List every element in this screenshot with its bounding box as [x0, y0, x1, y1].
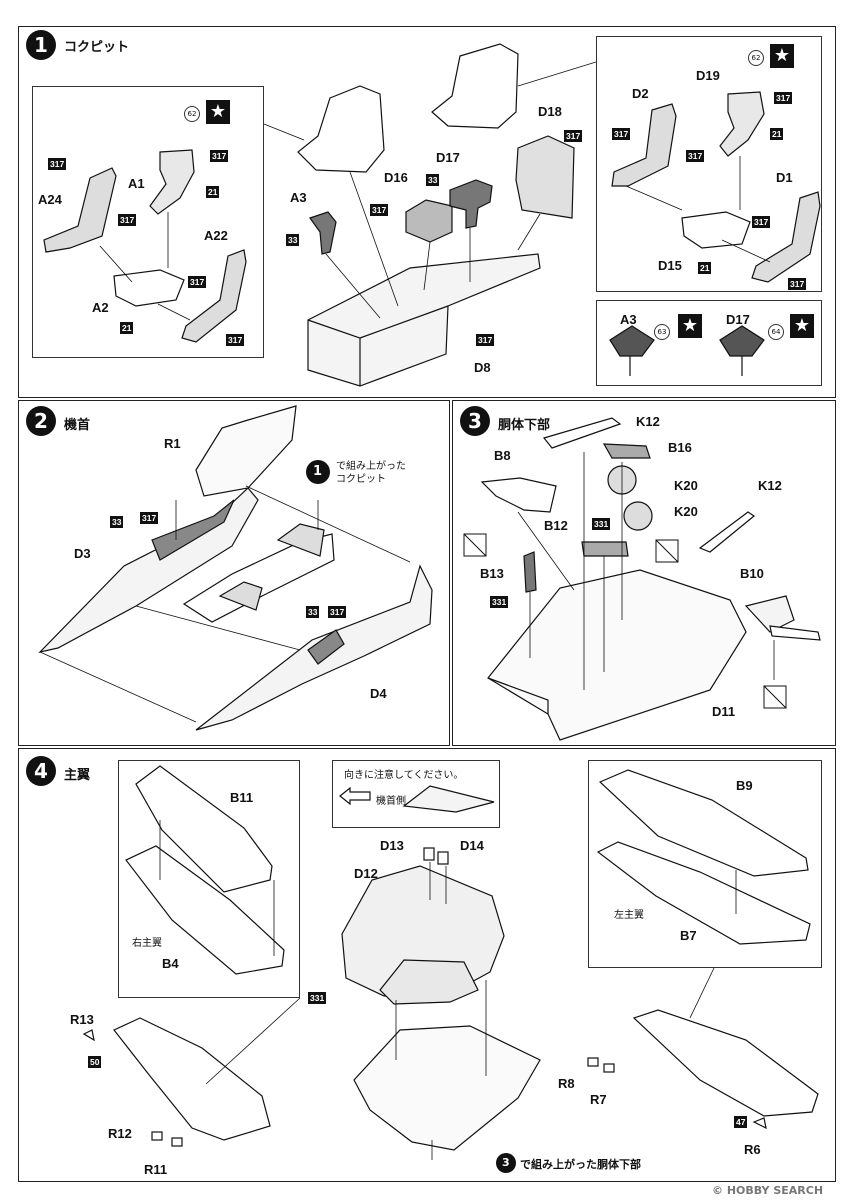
paint-code: 317	[188, 276, 207, 288]
paint-code: 21	[698, 262, 712, 274]
part-label: R6	[744, 1142, 761, 1157]
paint-code: 317	[210, 150, 229, 162]
paint-code: 21	[120, 322, 134, 334]
step3-number: 3	[460, 406, 490, 436]
step3-drawing	[463, 417, 821, 741]
part-label: K20	[674, 504, 698, 519]
part-label: D19	[696, 68, 720, 83]
part-label: D11	[712, 704, 736, 719]
step2-title: 機首	[64, 418, 91, 433]
note-ref-circle: 1	[313, 464, 323, 479]
decal-62-marker: 62	[748, 50, 764, 66]
paint-code: 21	[770, 128, 784, 140]
paint-code: 21	[206, 186, 220, 198]
part-label: D3	[74, 546, 91, 561]
part-label: B16	[668, 440, 692, 455]
paint-code: 317	[476, 334, 495, 346]
step3-title: 胴体下部	[498, 418, 551, 433]
part-label: R8	[558, 1076, 575, 1091]
part-label: D18	[538, 104, 562, 119]
part-label: R13	[70, 1012, 94, 1027]
part-label: A1	[128, 176, 145, 191]
paint-code: 317	[140, 512, 159, 524]
step2-drawing	[38, 405, 433, 731]
part-label: B13	[480, 566, 504, 581]
step1-title: コクピット	[64, 40, 130, 55]
paint-code: 317	[48, 158, 67, 170]
paint-code: 317	[564, 130, 583, 142]
watermark: © HOBBY SEARCH	[712, 1184, 824, 1197]
paint-code: 331	[308, 992, 327, 1004]
step1-number: 1	[26, 30, 56, 60]
paint-code: 33	[426, 174, 440, 186]
part-label: K20	[674, 478, 698, 493]
paint-code: 331	[592, 518, 611, 530]
star-icon: ★	[206, 100, 230, 124]
paint-code: 33	[306, 606, 320, 618]
orientation-note: 向きに注意してください。	[344, 770, 464, 781]
part-label: A2	[92, 300, 109, 315]
paint-code: 317	[370, 204, 389, 216]
part-label: D1	[776, 170, 793, 185]
paint-code: 317	[612, 128, 631, 140]
part-label: D15	[658, 258, 682, 273]
part-label: B8	[494, 448, 511, 463]
part-label: A3	[290, 190, 307, 205]
paint-code: 317	[328, 606, 347, 618]
paint-code: 50	[88, 1056, 102, 1068]
star-icon: ★	[770, 44, 794, 68]
step2-number: 2	[26, 406, 56, 436]
star-icon: ★	[790, 314, 814, 338]
part-label: A24	[38, 192, 62, 207]
paint-code: 317	[118, 214, 137, 226]
part-label: R12	[108, 1126, 132, 1141]
decal-62-marker: 62	[184, 106, 200, 122]
part-label: K12	[758, 478, 782, 493]
part-label: D14	[460, 838, 484, 853]
part-label: R1	[164, 436, 181, 451]
part-label: D13	[380, 838, 404, 853]
paint-code: 317	[774, 92, 793, 104]
paint-code: 317	[788, 278, 807, 290]
assembled-cockpit-note: で組み上がった コクピット	[336, 461, 406, 485]
footer-ref-circle: 3	[502, 1156, 510, 1169]
part-label: D17	[726, 312, 750, 327]
part-label: D2	[632, 86, 649, 101]
part-label: B7	[680, 928, 697, 943]
decal-63-marker: 63	[654, 324, 670, 340]
paint-code: 317	[686, 150, 705, 162]
part-label: D4	[370, 686, 387, 701]
part-label: D12	[354, 866, 378, 881]
part-label: B11	[230, 790, 254, 805]
paint-code: 317	[752, 216, 771, 228]
part-label: B9	[736, 778, 753, 793]
paint-code: 33	[286, 234, 300, 246]
part-label: K12	[636, 414, 660, 429]
part-label: D17	[436, 150, 460, 165]
part-label: R7	[590, 1092, 607, 1107]
part-label: B4	[162, 956, 179, 971]
paint-code: 317	[226, 334, 245, 346]
paint-code: 33	[110, 516, 124, 528]
decal-64-marker: 64	[768, 324, 784, 340]
nose-side-label: 機首側	[376, 796, 406, 807]
left-wing-label: 左主翼	[614, 910, 644, 921]
step4-title: 主翼	[64, 768, 91, 783]
right-wing-label: 右主翼	[132, 938, 162, 949]
assembled-lower-body-note: で組み上がった胴体下部	[520, 1158, 641, 1171]
part-label: A22	[204, 228, 228, 243]
part-label: A3	[620, 312, 637, 327]
step1-drawing	[43, 43, 821, 387]
step4-number: 4	[26, 756, 56, 786]
part-label: B10	[740, 566, 764, 581]
part-label: D8	[474, 360, 491, 375]
paint-code: 47	[734, 1116, 748, 1128]
part-label: B12	[544, 518, 568, 533]
paint-code: 331	[490, 596, 509, 608]
star-icon: ★	[678, 314, 702, 338]
part-label: D16	[384, 170, 408, 185]
part-label: R11	[144, 1162, 168, 1177]
